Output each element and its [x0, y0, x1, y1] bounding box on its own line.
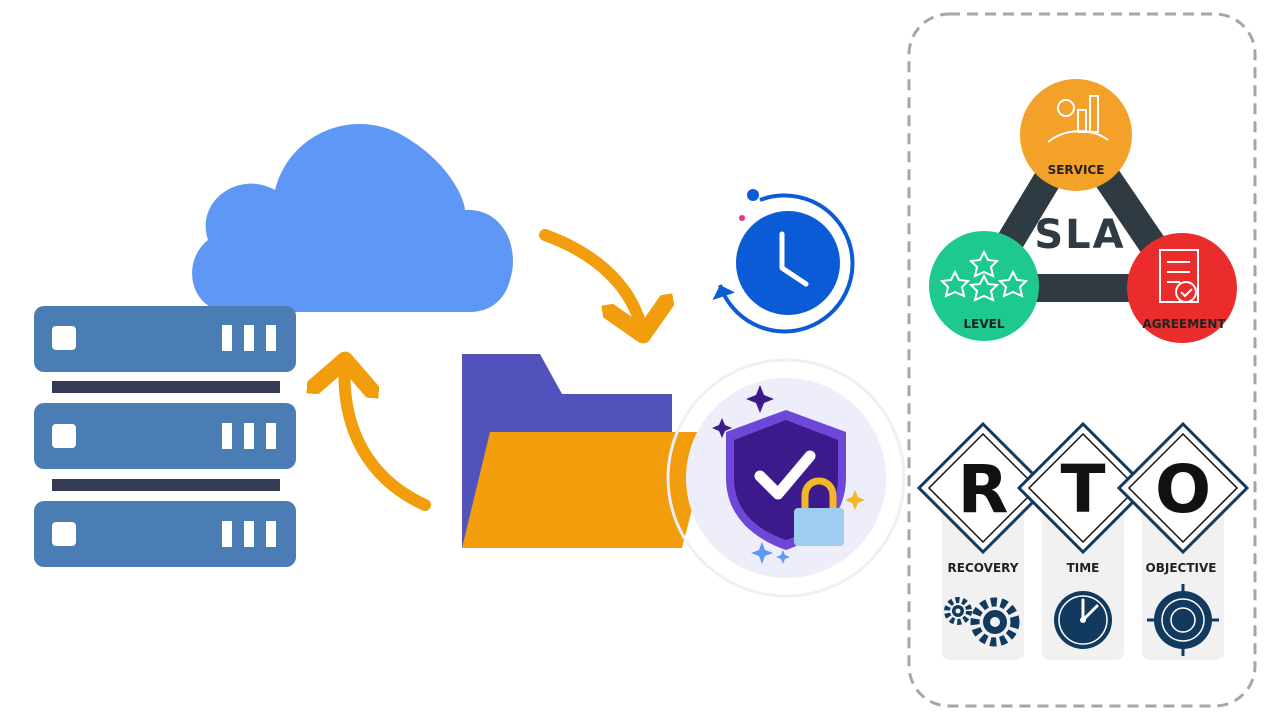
gears-icon [944, 597, 1020, 647]
clock-icon [712, 189, 855, 334]
target-icon [1147, 584, 1219, 656]
svg-text:R: R [958, 451, 1009, 528]
rto-letter-r: R [916, 421, 1050, 555]
security-shield-icon [666, 358, 906, 598]
restore-arrow [539, 229, 643, 335]
rto-recovery-label: RECOVERY [948, 561, 1019, 575]
svg-text:T: T [1060, 451, 1105, 528]
sla-agreement-node: AGREEMENT [1127, 233, 1237, 343]
upload-arrow [344, 360, 431, 511]
stopwatch-icon [1054, 591, 1112, 649]
rto-letter-o: O [1116, 421, 1250, 555]
server-stack-icon [34, 306, 296, 567]
rto-diagram: R T O RECOVERY TIME OBJECTIVE [916, 421, 1250, 660]
cloud-icon [192, 124, 513, 312]
folder-icon [462, 354, 712, 548]
sla-title: SLA [1034, 212, 1125, 258]
rating-stars-icon [939, 249, 1029, 302]
sla-diagram: SLA SERVICE LEVEL [929, 79, 1237, 343]
rto-letter-t: T [1016, 421, 1150, 555]
service-icon [1047, 95, 1109, 143]
sla-service-node: SERVICE [1020, 79, 1132, 191]
agreement-document-icon [1159, 249, 1199, 303]
sla-service-label: SERVICE [1048, 163, 1105, 177]
rto-time-label: TIME [1067, 561, 1100, 575]
sla-agreement-label: AGREEMENT [1142, 317, 1226, 331]
rto-objective-label: OBJECTIVE [1146, 561, 1217, 575]
svg-text:O: O [1155, 451, 1211, 528]
sla-level-label: LEVEL [964, 317, 1005, 331]
sla-level-node: LEVEL [929, 231, 1039, 341]
sla-rto-panel [907, 12, 1257, 708]
